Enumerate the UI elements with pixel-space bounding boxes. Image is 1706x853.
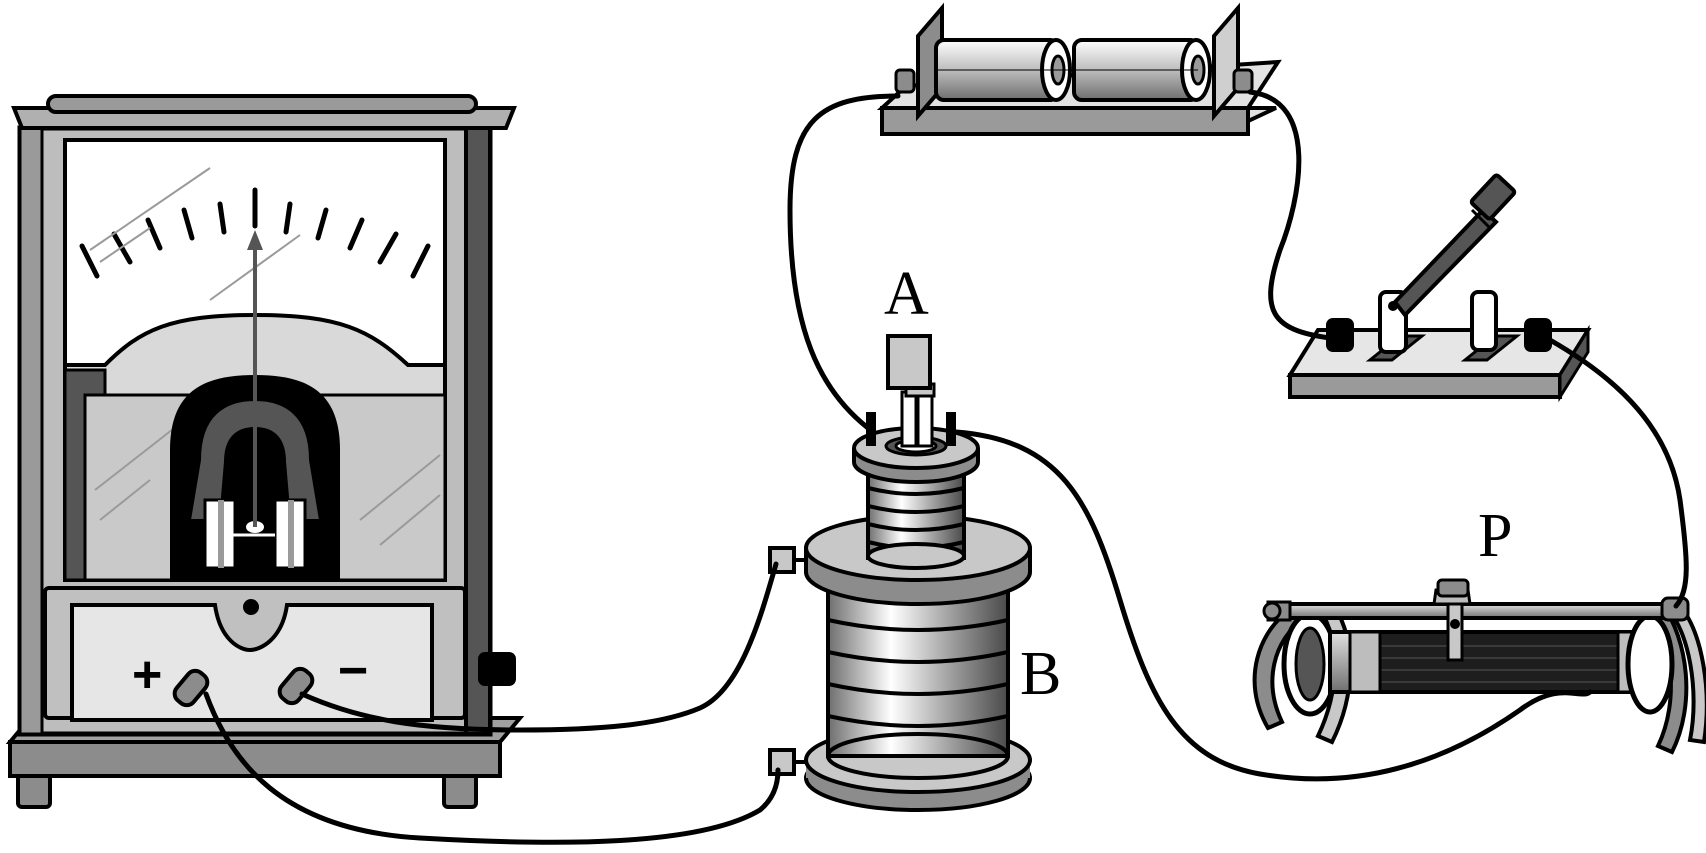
rheostat-icon xyxy=(1252,578,1706,755)
galvanometer-side-knob[interactable] xyxy=(478,652,516,686)
galvanometer-foot-left xyxy=(16,773,52,809)
coil-b-terminal-bottom[interactable] xyxy=(768,748,796,776)
galvanometer-needle xyxy=(247,230,263,527)
galvanometer-base-front xyxy=(8,740,502,778)
coil-a xyxy=(852,334,980,570)
plus-label: + xyxy=(132,646,162,704)
coil-a-terminal-left[interactable] xyxy=(866,412,876,446)
wire-battery-to-coil-a xyxy=(787,93,901,431)
switch-terminal-right[interactable] xyxy=(1524,318,1552,352)
rheostat-winding xyxy=(1380,634,1618,690)
galvanometer: + − xyxy=(5,94,525,809)
switch-icon xyxy=(1286,173,1592,403)
rheostat-terminal-left[interactable] xyxy=(1262,601,1282,621)
rheostat-terminal-right[interactable] xyxy=(1660,596,1690,622)
label-p: P xyxy=(1478,502,1512,570)
rheostat-end-right xyxy=(1625,613,1675,715)
plus-terminal[interactable] xyxy=(171,667,211,709)
wire-galvanometer-to-coil-b-top xyxy=(299,561,779,733)
coil-a-core-cap xyxy=(886,334,932,390)
wire-battery-to-switch xyxy=(1247,89,1333,341)
galvanometer-scale-ticks xyxy=(79,187,431,279)
coil-a-terminal-right[interactable] xyxy=(946,412,956,446)
minus-label: − xyxy=(338,642,368,700)
battery-terminal-left[interactable] xyxy=(894,68,916,94)
switch-terminal-left[interactable] xyxy=(1326,318,1354,352)
wire-coil-a-to-rheostat xyxy=(953,429,1593,782)
rheostat-slider[interactable] xyxy=(1432,578,1472,662)
rheostat-slide-bar xyxy=(1284,602,1668,620)
wire-galvanometer-to-coil-b-bottom xyxy=(203,691,781,845)
battery-icon xyxy=(876,2,1282,136)
galvanometer-foot-right xyxy=(442,773,478,809)
zero-adjust-screw[interactable] xyxy=(243,599,259,615)
label-b: B xyxy=(1020,640,1061,708)
battery-terminal-right[interactable] xyxy=(1232,68,1254,94)
switch-blade[interactable] xyxy=(1392,207,1499,319)
wires xyxy=(203,89,1689,845)
coil-b-winding xyxy=(826,586,1010,758)
switch-handle[interactable] xyxy=(1469,173,1517,221)
battery-board-front xyxy=(880,106,1250,136)
galvanometer-terminal-panel xyxy=(70,603,434,722)
wire-switch-to-rheostat xyxy=(1547,337,1689,609)
switch-contact-post xyxy=(1470,290,1498,352)
label-a: A xyxy=(884,260,929,328)
galvanometer-case-side xyxy=(464,126,492,736)
